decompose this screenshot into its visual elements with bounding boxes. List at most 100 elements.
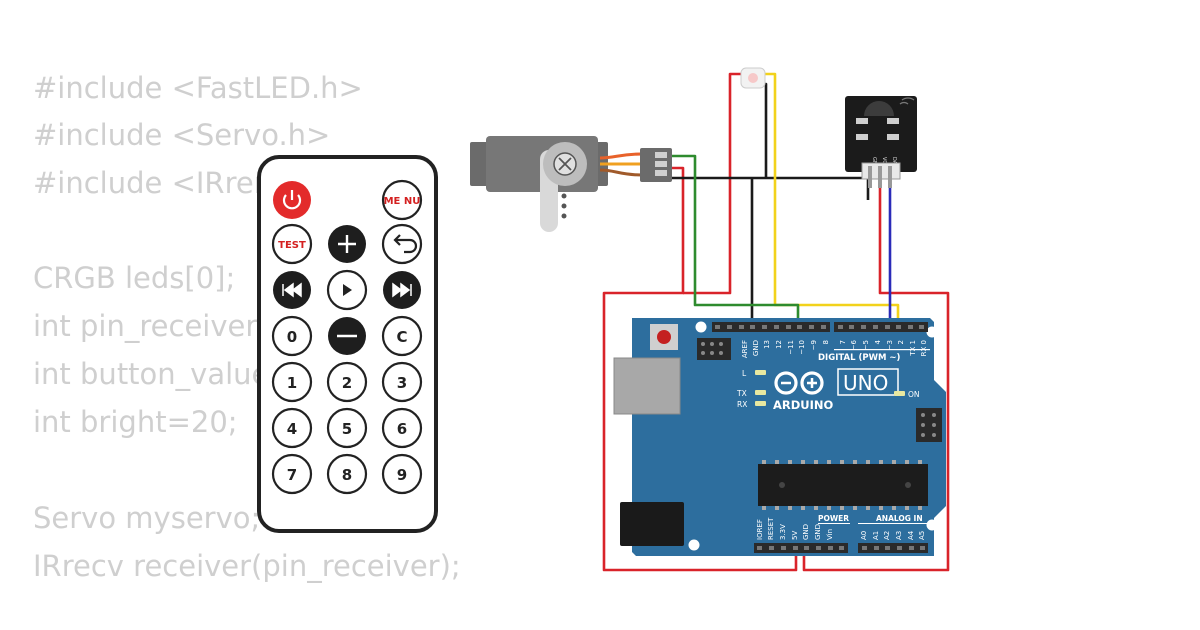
pin-label-gnd1: GND xyxy=(802,524,810,540)
code-line-2: #include <Servo.h> xyxy=(33,118,331,152)
led-l-icon xyxy=(755,370,766,375)
led-label-l: L xyxy=(742,369,747,378)
ir-pin-label-vcc: VCC xyxy=(881,157,887,168)
digit-label-3: 3 xyxy=(397,374,407,392)
digital-pwm-label: DIGITAL (PWM ~) xyxy=(818,353,900,363)
digit-label-7: 7 xyxy=(287,466,297,484)
rgb-led[interactable] xyxy=(740,67,766,89)
test-button[interactable]: TEST xyxy=(271,223,313,265)
ir-receiver-module[interactable]: GND VCC DAT xyxy=(845,96,917,188)
pin-label-a3: A3 xyxy=(895,531,903,540)
pin-label-a0: A0 xyxy=(860,531,868,540)
digit-button-3[interactable]: 3 xyxy=(381,361,423,403)
code-line-11: IRrecv receiver(pin_receiver); xyxy=(33,549,461,583)
clear-button[interactable]: C xyxy=(381,315,423,357)
code-line-1: #include <FastLED.h> xyxy=(33,71,363,105)
test-label: TEST xyxy=(278,240,306,251)
usb-port xyxy=(613,357,681,415)
pin-label-9: ~9 xyxy=(810,340,818,350)
pin-label-6: ~6 xyxy=(850,339,858,350)
code-line-10: Servo myservo; xyxy=(33,501,261,535)
prev-button[interactable] xyxy=(273,271,311,309)
next-icon xyxy=(392,282,412,298)
prev-icon xyxy=(282,282,302,298)
power-header xyxy=(754,543,848,553)
black-wire-servo-gnd[interactable] xyxy=(672,176,870,200)
led-label-tx: TX xyxy=(736,389,747,398)
wires xyxy=(602,72,950,572)
pin-label-vin: Vin xyxy=(826,529,834,540)
green-wire-servo-signal[interactable] xyxy=(672,154,800,328)
code-line-7: int button_value; xyxy=(33,357,280,391)
pin-label-2: 2 xyxy=(897,340,905,344)
led-tx-icon xyxy=(755,390,766,395)
code-line-5: CRGB leds[0]; xyxy=(33,261,236,295)
play-button[interactable] xyxy=(326,269,368,311)
digital-header-left xyxy=(712,322,830,332)
plus-icon xyxy=(338,235,356,253)
analog-header xyxy=(858,543,928,553)
digit-button-7[interactable]: 7 xyxy=(271,453,313,495)
pin-label-a2: A2 xyxy=(883,531,891,540)
minus-button[interactable] xyxy=(328,317,366,355)
pin-label-11: ~11 xyxy=(787,340,795,355)
digit-label-1: 1 xyxy=(287,374,297,392)
pin-label-4: 4 xyxy=(874,339,882,344)
digit-button-2[interactable]: 2 xyxy=(326,361,368,403)
digit-button-9[interactable]: 9 xyxy=(381,453,423,495)
digit-button-5[interactable]: 5 xyxy=(326,407,368,449)
back-icon xyxy=(396,238,418,254)
ir-remote[interactable]: ME NU TEST 0 xyxy=(257,155,438,533)
arduino-infinity-logo-icon xyxy=(774,371,824,395)
pin-label-rx0: RX 0 xyxy=(920,340,928,356)
arduino-uno-board[interactable]: AREF GND 13 12 ~11 ~10 ~9 8 7 ~6 ~5 4 ~3… xyxy=(613,318,946,556)
digit-button-6[interactable]: 6 xyxy=(381,407,423,449)
pin-label-12: 12 xyxy=(775,340,783,349)
clear-label: C xyxy=(396,328,407,346)
back-button[interactable] xyxy=(381,223,423,265)
led-label-rx: RX xyxy=(737,400,747,409)
digit-label-2: 2 xyxy=(342,374,352,392)
play-icon xyxy=(343,284,352,296)
zero-label: 0 xyxy=(287,328,297,346)
pin-label-gnd: GND xyxy=(752,340,760,356)
ir-pin-label-dat: DAT xyxy=(891,157,897,168)
menu-button[interactable]: ME NU xyxy=(381,179,423,221)
power-icon xyxy=(282,194,302,210)
red-wire-led[interactable] xyxy=(683,72,745,295)
plus-button[interactable] xyxy=(328,225,366,263)
digital-header-right xyxy=(834,322,928,332)
red-wire-power-left[interactable] xyxy=(602,166,798,572)
ir-eye-icon xyxy=(864,101,894,116)
zero-button[interactable]: 0 xyxy=(271,315,313,357)
power-button[interactable] xyxy=(273,181,311,219)
atmega-chip xyxy=(758,464,928,506)
pin-label-a1: A1 xyxy=(872,531,880,540)
power-header-label: POWER xyxy=(818,514,849,523)
pin-label-a4: A4 xyxy=(907,530,915,540)
next-button[interactable] xyxy=(383,271,421,309)
digit-label-9: 9 xyxy=(397,466,407,484)
red-wire-power-right[interactable] xyxy=(802,180,950,572)
board-model-label: UNO xyxy=(843,371,888,395)
power-jack xyxy=(620,502,684,546)
pin-label-a5: A5 xyxy=(918,531,926,540)
pin-label-reset: RESET xyxy=(767,517,775,540)
digit-button-8[interactable]: 8 xyxy=(326,453,368,495)
digit-button-1[interactable]: 1 xyxy=(271,361,313,403)
led-rx-icon xyxy=(755,401,766,406)
led-dome-icon xyxy=(748,73,758,83)
pin-label-5v: 5V xyxy=(791,531,799,540)
code-line-8: int bright=20; xyxy=(33,405,238,439)
pin-label-aref: AREF xyxy=(741,340,749,358)
digit-button-4[interactable]: 4 xyxy=(271,407,313,449)
servo-motor[interactable] xyxy=(470,136,672,232)
pin-label-10: ~10 xyxy=(798,340,806,355)
pin-label-8: 8 xyxy=(822,340,830,344)
pin-label-ioref: IOREF xyxy=(756,519,764,540)
digit-label-5: 5 xyxy=(342,420,352,438)
black-wire-led-gnd[interactable] xyxy=(760,82,768,178)
pin-label-7: 7 xyxy=(839,340,847,344)
digit-label-4: 4 xyxy=(287,420,297,438)
